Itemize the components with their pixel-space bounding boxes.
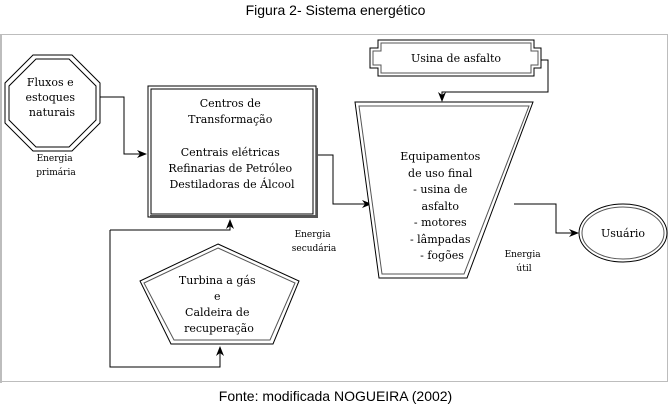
diagram-frame: [0, 34, 668, 382]
edge-fluxos-to-centros: [100, 96, 147, 158]
figure-title: Figura 2- Sistema energético: [245, 2, 426, 18]
node-usuario-label: Usuário: [601, 227, 645, 240]
edge-centros-to-equipamentos: [318, 154, 372, 208]
node-usuario-ellipse: Usuário: [578, 203, 668, 263]
edge-loop-to-centros: [110, 219, 234, 231]
node-centros-box: Centros de Transformação Centrais elétri…: [147, 85, 318, 218]
node-turbina-label: Turbina a gás e Caldeira de recuperação: [179, 274, 259, 335]
node-equipamentos-label: Equipamentos de uso final - usina de asf…: [400, 150, 484, 262]
label-energia-primaria: Energia primária: [36, 154, 76, 178]
node-centros-label: Centros de Transformação Centrais elétri…: [168, 97, 295, 191]
node-usina-label: Usina de asfalto: [411, 52, 501, 65]
figure-caption: Fonte: modificada NOGUEIRA (2002): [218, 388, 453, 404]
label-energia-util: Energia útil: [505, 250, 544, 274]
node-usina-box: Usina de asfalto: [369, 39, 542, 77]
edge-equipamentos-to-usuario: [514, 203, 579, 237]
node-turbina-pentagon: Turbina a gás e Caldeira de recuperação: [139, 243, 300, 345]
edge-loop-to-turbina: [109, 230, 224, 368]
node-fluxos-octagon: Fluxos e estoques naturais: [4, 54, 101, 152]
node-equipamentos-trapezoid: Equipamentos de uso final - usina de asf…: [354, 101, 534, 279]
node-fluxos-label: Fluxos e estoques naturais: [26, 76, 79, 119]
diagram-frame-left-border: [0, 34, 2, 383]
edge-usina-to-equipamentos: [438, 59, 549, 102]
label-energia-secundaria: Energia secudária: [292, 230, 337, 254]
